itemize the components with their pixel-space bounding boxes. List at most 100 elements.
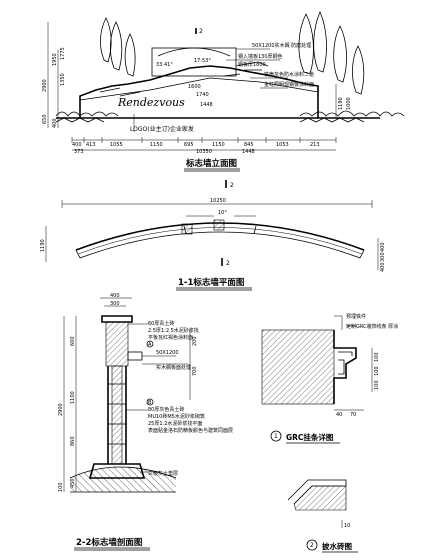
detail1-note-0: 预埋铁件 (346, 313, 366, 320)
detail-grc: 预埋铁件 定制GRC装饰线条 厚涂 100 100 100 40 70 1 GR… (261, 313, 398, 444)
elev-height-4: 650 (42, 114, 48, 124)
plan-drawing: 10250 10° 1190 400 300 400 2 1-1标志墙平面图 (40, 198, 386, 291)
elev-height-3: 1350 (60, 73, 66, 86)
detail2-dim: 10 (344, 523, 350, 529)
plan-section-mark: 2 (226, 260, 230, 267)
tree-right-3 (333, 25, 347, 83)
detail2-num: 2 (310, 542, 314, 549)
section-mark-b (146, 398, 154, 406)
detail2-body (293, 485, 347, 511)
elev-right-dim-1: 1000 (346, 97, 352, 110)
detail1-dim-right-2: 100 (374, 380, 380, 390)
detail2-num-circle (306, 539, 318, 551)
section-dim-right-1: 700 (192, 366, 198, 376)
detail2-title: 披水砖图 (322, 541, 352, 551)
plan-right-dim-0: 400 (380, 242, 386, 252)
section-note-5: 80厚灰色青土砖 (148, 406, 184, 413)
elev-note-1: 钢入墙板130厚钢色 (238, 53, 283, 60)
elev-bottom-dim-5: 1150 (212, 142, 225, 148)
ground-texture (55, 117, 365, 123)
detail1-title: GRC挂条详图 (286, 432, 334, 442)
detail1-dim-right-0: 100 (374, 352, 380, 362)
elev-mid-label-0: 1600 (188, 84, 201, 90)
elev-note-3: 铁壳灰色防水涂料二道 (264, 71, 314, 78)
detail1-trim-inner (338, 351, 353, 375)
wall-cap (79, 77, 319, 101)
elev-note-2: 钢板厚1800 (238, 61, 266, 68)
elev-right-dim-0: 1190 (338, 97, 344, 110)
section-mark-b-label: B (148, 400, 152, 406)
section-notes: 60厚青土砖 2.5厚1:2.5水泥砂浆找 平板瓦红褐色涂料面 50X1200 … (126, 320, 233, 477)
elev-section-mark-1: 2 (230, 182, 234, 189)
section-note-7: 25厚1:2水泥砂浆找平面 (148, 420, 202, 427)
plan-depth-dim: 1190 (40, 239, 46, 252)
section-top-dim-1: 300 (110, 301, 120, 307)
plan-title: 1-1标志墙平面图 (178, 277, 244, 288)
section-dim-left-5: 100 (58, 482, 64, 492)
tree-right-2 (313, 11, 327, 73)
section-mark-a (146, 340, 154, 348)
elev-bottom-dim-2: 1055 (110, 142, 123, 148)
elev-height-5: 400 (52, 118, 58, 128)
section-cap (101, 315, 133, 323)
elevation-drawing: Rendezvous 2900 1950 1775 1350 650 400 5… (42, 11, 405, 189)
section-dim-left-3: 860 (70, 436, 76, 446)
plan-wall-inner (79, 231, 361, 259)
elevation-title: 标志墙立面图 (185, 158, 237, 169)
section-note-8: 表面贴金洛石防精板颜色与建筑同面层 (148, 427, 233, 434)
elev-mid-label-1: 1740 (196, 92, 209, 98)
detail1-leaders (334, 315, 356, 330)
elev-bottom-dim-6: 845 (244, 142, 254, 148)
section-title: 2-2标志墙剖面图 (76, 537, 142, 548)
elev-section-mark-0: 2 (199, 28, 203, 35)
elev-note-4: 金虹照明现钢板涂料面 (264, 81, 314, 88)
elev-height-0: 2900 (42, 79, 48, 92)
elev-angle-1: 17.53° (194, 58, 211, 64)
shrubs (55, 110, 405, 117)
section-note-6: MU10砖M5水泥砂浆砌筑 (148, 413, 205, 420)
script-logo: Rendezvous (117, 96, 185, 109)
section-dim-left-4: 450 (70, 478, 76, 488)
section-note-2: 平板瓦红褐色涂料面 (148, 334, 193, 341)
tree-right-1 (298, 13, 314, 75)
section-dim-left-0: 2900 (58, 403, 64, 416)
plan-overall-dim: 10250 (210, 198, 226, 204)
elev-sub-dim-0: 373 (74, 149, 84, 155)
elev-mid-label-2: 1448 (200, 102, 213, 108)
elevation-notes: 50X1200实木搁 防腐处理 钢入墙板130厚钢色 钢板厚1800 铁壳灰色防… (226, 42, 314, 89)
plan-right-dim-1: 300 (380, 252, 386, 262)
elev-logo-note: LOGO(业主订)企业家发 (130, 125, 194, 133)
elev-angle-0: 33.41° (156, 62, 173, 68)
section-note-4: 实木搁板面处理 (156, 364, 191, 371)
elev-bottom-dim-4: 695 (184, 142, 194, 148)
elev-height-2: 1775 (60, 47, 66, 60)
tree-left-3 (124, 33, 136, 77)
section-note-0: 60厚青土砖 (148, 320, 174, 327)
section-note-9: 三级灰土垫层 (148, 470, 178, 477)
detail1-num: 1 (274, 433, 278, 440)
tree-right-4 (352, 45, 365, 95)
section-top-dim-0: 400 (110, 293, 120, 299)
wall-outline (79, 65, 319, 118)
plan-wall-mid (77, 227, 363, 255)
detail-drip: 10 2 披水砖图 (287, 479, 358, 553)
elev-bottom-ticks (71, 137, 337, 143)
detail1-dim-right-1: 100 (374, 366, 380, 376)
tree-left-2 (110, 21, 123, 71)
section-shelf (127, 351, 143, 361)
detail1-note-1: 定制GRC装饰线条 厚涂 (346, 323, 398, 330)
detail1-wall (261, 329, 335, 405)
elev-note-0: 50X1200实木搁 防腐处理 (252, 42, 311, 49)
elev-bottom-dim-8: 213 (310, 142, 320, 148)
section-note-1: 2.5厚1:2.5水泥砂浆找 (148, 327, 199, 334)
plan-end-caps (75, 225, 365, 259)
section-dim-right-0: 200 (192, 336, 198, 346)
section-note-3: 50X1200 (156, 350, 179, 356)
elev-height-1: 1950 (52, 53, 58, 66)
elev-sub-dim-1: 1448 (242, 149, 255, 155)
section-lower-column (111, 365, 123, 465)
tree-left-1 (100, 17, 112, 63)
section-dim-left-1: 600 (70, 336, 76, 346)
section-drawing: 400 300 A B 60厚青土砖 2.5厚1:2.5水泥砂浆找 平板瓦红褐色… (58, 293, 233, 551)
